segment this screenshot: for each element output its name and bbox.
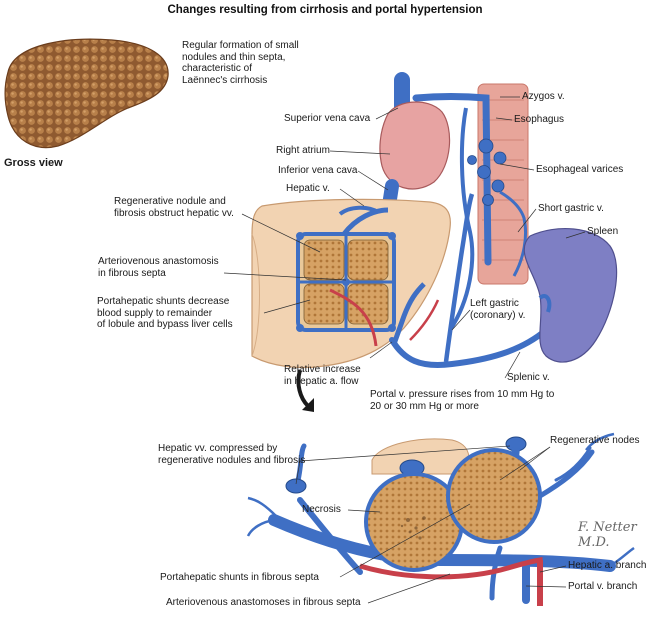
left-gastric-vein — [443, 193, 475, 363]
short-gastric-vein — [499, 190, 528, 277]
label-azygos: Azygos v. — [522, 91, 565, 102]
label-portahepatic-septa: Portahepatic shunts in fibrous septa — [160, 572, 319, 583]
gross-caption: Regular formation of small nodules and t… — [182, 40, 299, 86]
right-atrium-image — [379, 101, 451, 190]
artist-signature: F. Netter M.D. — [578, 520, 637, 550]
lobule-enlargement — [296, 232, 396, 347]
hepatic-vein — [342, 207, 389, 236]
hepatic-artery-lobule — [329, 288, 378, 347]
hepatic-vein-caps — [285, 436, 527, 494]
label-regen-nodes: Regenerative nodes — [550, 435, 640, 446]
label-hepatic-a-flow: Relative increase in hepatic a. flow — [284, 364, 361, 387]
label-splenic: Splenic v. — [507, 372, 550, 383]
hepatic-artery-branch-bottom — [359, 557, 543, 600]
label-av-anastomosis: Arteriovenous anastomosis in fibrous sep… — [98, 256, 219, 279]
azygos-vein — [412, 93, 492, 266]
label-right-atrium: Right atrium — [276, 145, 330, 156]
portal-vein — [389, 327, 549, 368]
label-hepatic-vv-compressed: Hepatic vv. compressed by regenerative n… — [158, 443, 306, 466]
gross-view-label: Gross view — [4, 157, 63, 169]
label-av-anastomoses-septa: Arteriovenous anastomoses in fibrous sep… — [166, 597, 361, 608]
label-svc: Superior vena cava — [284, 113, 371, 124]
label-short-gastric: Short gastric v. — [538, 203, 604, 214]
label-necrosis: Necrosis — [302, 504, 341, 515]
label-portal-pressure: Portal v. pressure rises from 10 mm Hg t… — [370, 389, 555, 412]
label-hepatic-a-branch: Hepatic a. branch — [568, 560, 647, 571]
label-portal-v-branch: Portal v. branch — [568, 581, 638, 592]
label-regen-nodule: Regenerative nodule and fibrosis obstruc… — [114, 196, 234, 219]
label-hepatic-v: Hepatic v. — [286, 183, 330, 194]
label-ivc: Inferior vena cava — [278, 165, 358, 176]
label-esophageal-varices: Esophageal varices — [536, 164, 624, 175]
page-title: Changes resulting from cirrhosis and por… — [167, 4, 483, 16]
label-portahepatic: Portahepatic shunts decrease blood suppl… — [97, 296, 233, 330]
spleen-image — [523, 227, 618, 363]
label-left-gastric: Left gastric (coronary) v. — [470, 298, 526, 321]
label-spleen: Spleen — [587, 226, 619, 237]
esophageal-varices — [467, 138, 507, 206]
regenerative-nodes-bottom — [364, 448, 542, 572]
zoom-arrow — [296, 369, 310, 408]
gross-liver-image — [4, 38, 169, 148]
label-esophagus: Esophagus — [514, 114, 565, 125]
